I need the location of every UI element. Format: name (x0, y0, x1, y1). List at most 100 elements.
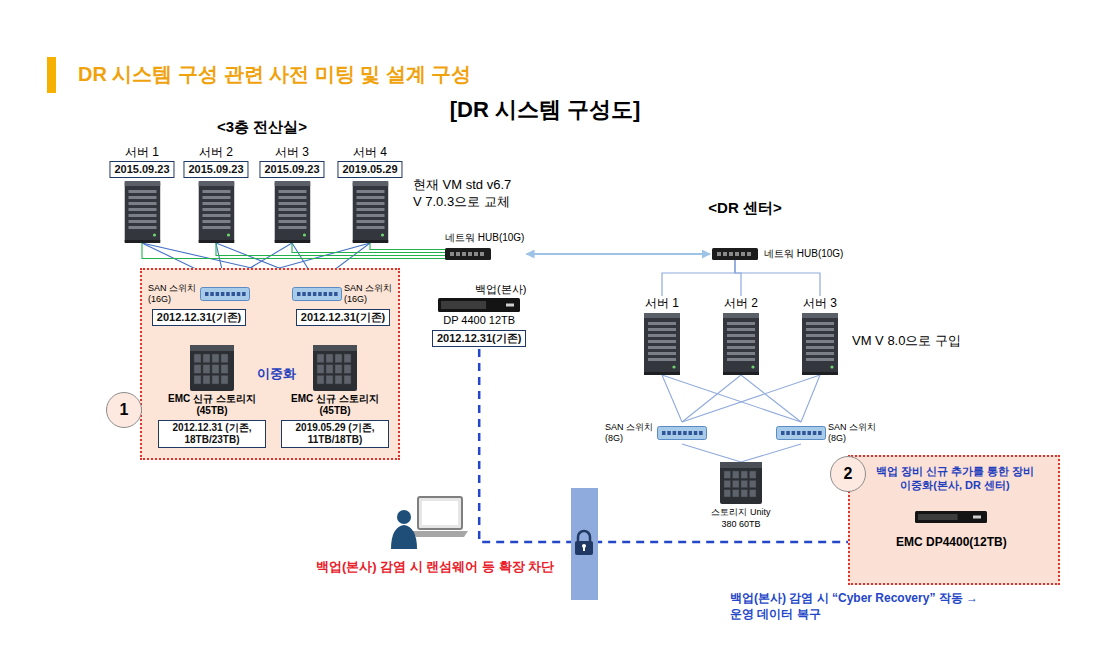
server-body (802, 313, 838, 375)
storage-drive (724, 480, 731, 487)
server-slot (202, 214, 230, 217)
date-box: 2012.12.31(기존) (296, 309, 390, 326)
laptop-screen (418, 497, 462, 529)
storage-array: 스토리지 Unity 380 60TB (706, 462, 776, 530)
storage-drive (344, 375, 351, 384)
san-switch: SAN 스위치 (8G) (776, 422, 878, 444)
storage-drive (750, 471, 757, 478)
storage-drive (344, 354, 351, 363)
storage-icon (313, 345, 357, 391)
network-hub: 네트워 HUB(10G) (445, 232, 524, 260)
switch-port (813, 431, 817, 435)
server-body (124, 181, 160, 243)
switch-label: SAN 스위치 (16G) (148, 283, 198, 305)
server-body (198, 181, 234, 243)
link-line (682, 375, 820, 422)
date-box: 2015.09.23 (109, 161, 174, 178)
server-slot (202, 208, 230, 211)
server-base (644, 372, 680, 375)
callout-number: 1 (120, 401, 129, 419)
server-slot (128, 190, 156, 193)
storage-label: EMC 신규 스토리지 (45TB) (279, 393, 391, 417)
storage-drive (212, 375, 219, 384)
server-led (830, 365, 833, 368)
server-node: 서버 2 (723, 296, 759, 375)
storage-drive (335, 365, 342, 374)
server-slot (356, 196, 384, 199)
hub-port (729, 252, 733, 256)
switch-body (201, 288, 250, 301)
server-slot (648, 352, 676, 355)
storage-drive (741, 480, 748, 487)
server-slot (278, 208, 306, 211)
dashed-arrow (479, 349, 890, 542)
server-slot (648, 334, 676, 337)
switch-port (662, 431, 666, 435)
server-icon (274, 181, 310, 243)
date-box: 2019.05.29 (337, 161, 402, 178)
switch-body (293, 288, 342, 301)
callout-number: 2 (844, 465, 853, 483)
switch-port (313, 292, 317, 296)
server-slot (648, 358, 676, 361)
storage-drive (326, 375, 333, 384)
storage-body (313, 345, 357, 391)
server-slot (278, 202, 306, 205)
laptop-base (412, 531, 468, 537)
link-line (216, 243, 445, 256)
server-slot (202, 220, 230, 223)
hub-port (456, 252, 460, 256)
storage-drive (344, 365, 351, 374)
server-slot (128, 214, 156, 217)
region-heading: 백업 장비 신규 추가를 통한 장비 이중화(본사, DR 센터) (870, 464, 1040, 492)
server-slot (727, 346, 755, 349)
server-slot (806, 352, 834, 355)
switch-icon (200, 287, 250, 301)
storage-cap (313, 345, 357, 351)
hub-port (717, 252, 721, 256)
switch-label: SAN 스위치 (8G) (605, 422, 655, 444)
hub-port (723, 252, 727, 256)
server-node: 서버 1 2015.09.23 (109, 145, 174, 243)
server-led (226, 233, 229, 236)
server-slot (278, 214, 306, 217)
server-label: 서버 2 (724, 296, 758, 310)
server-slot (727, 334, 755, 337)
switch-port (689, 431, 693, 435)
server-node: 서버 1 (644, 296, 680, 375)
storage-drive (212, 365, 219, 374)
appliance-logo (973, 516, 981, 519)
padlock-shackle (578, 531, 590, 542)
link-line (801, 375, 820, 422)
padlock-keyhole (583, 547, 585, 551)
server-slot (356, 226, 384, 229)
server-body (274, 181, 310, 243)
server-label: 서버 3 (275, 145, 309, 159)
hub-icon (712, 248, 758, 260)
site-label: <3층 전산실> (217, 117, 307, 137)
server-cap (274, 181, 310, 186)
server-led (302, 233, 305, 236)
switch-row: SAN 스위치 (16G) (292, 283, 394, 305)
storage-drive (750, 480, 757, 487)
person-body (391, 525, 417, 549)
server-slot (727, 328, 755, 331)
storage-drive (326, 354, 333, 363)
server-label: 서버 1 (125, 145, 159, 159)
link-line (662, 375, 801, 422)
link-line (682, 375, 741, 422)
appliance-logo (506, 304, 514, 307)
switch-label: SAN 스위치 (16G) (344, 283, 394, 305)
server-icon (802, 313, 838, 375)
server-led (751, 365, 754, 368)
server-label: 서버 2 (199, 145, 233, 159)
storage-drive (335, 354, 342, 363)
hub-port (480, 252, 484, 256)
storage-drive (221, 375, 228, 384)
link-line (142, 243, 445, 259)
storage-label: EMC 신규 스토리지 (45TB) (156, 393, 268, 417)
link-line (735, 260, 820, 296)
appliance-icon (438, 298, 520, 312)
server-cap (198, 181, 234, 186)
switch-port (232, 292, 236, 296)
